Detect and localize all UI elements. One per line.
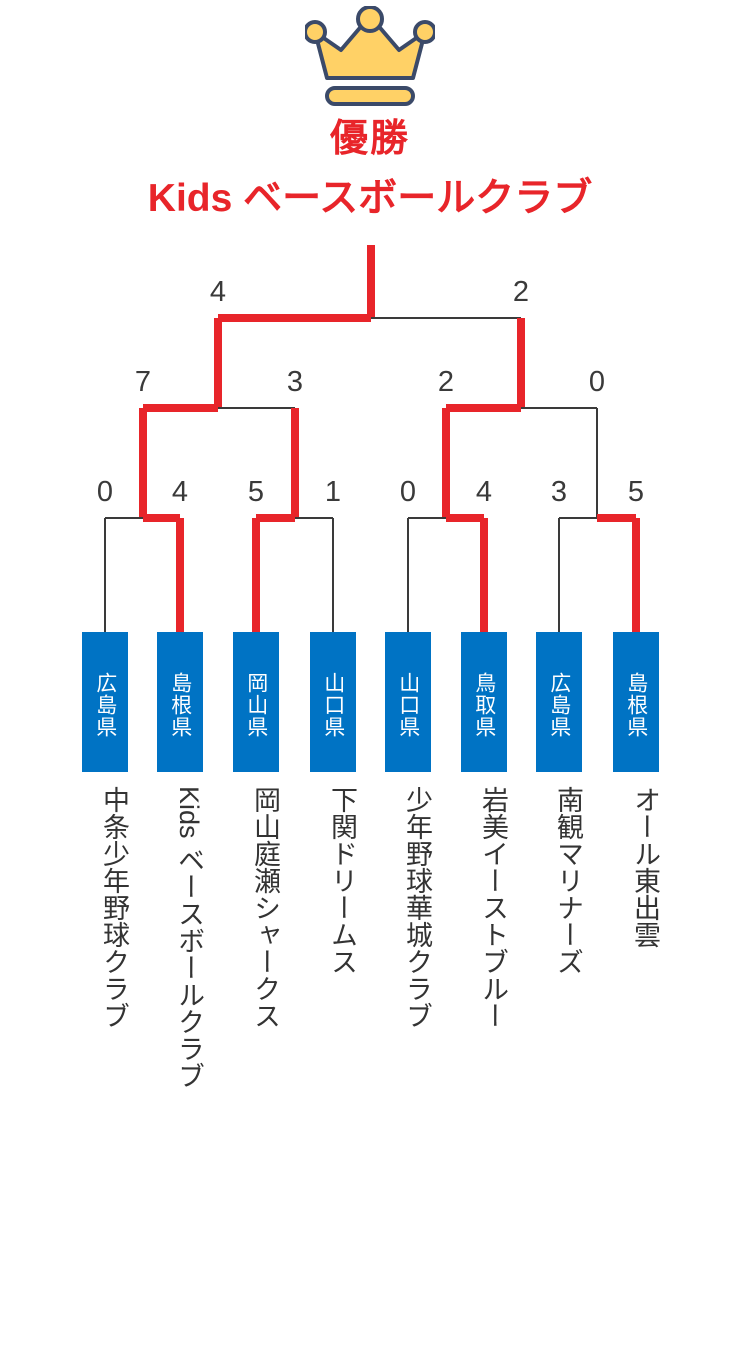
prefecture-box-2[interactable]: 島根県: [157, 632, 203, 772]
prefecture-box-8[interactable]: 島根県: [613, 632, 659, 772]
team-name-6[interactable]: 岩美イーストブルー: [478, 786, 508, 1029]
qf-1-left-score: 0: [96, 476, 114, 508]
team-name-5[interactable]: 少年野球華城クラブ: [402, 786, 432, 1029]
qf-2-right-score: 1: [324, 476, 342, 508]
semifinal-1-left-score: 7: [134, 366, 152, 398]
team-name-8[interactable]: オール東出雲: [630, 786, 660, 948]
qf-3-right-score: 4: [475, 476, 493, 508]
qf-1-right-score: 4: [171, 476, 189, 508]
prefecture-box-5[interactable]: 山口県: [385, 632, 431, 772]
prefecture-box-6[interactable]: 鳥取県: [461, 632, 507, 772]
semifinal-2-left-score: 2: [437, 366, 455, 398]
crown-icon: [303, 5, 437, 106]
crown-icon-wrapper: [0, 5, 740, 111]
semifinal-1-right-score: 3: [286, 366, 304, 398]
qf-4-right-score: 5: [627, 476, 645, 508]
semifinal-2-right-score: 0: [588, 366, 606, 398]
final-right-score: 2: [512, 276, 530, 308]
prefecture-box-3[interactable]: 岡山県: [233, 632, 279, 772]
qf-4-left-score: 3: [550, 476, 568, 508]
qf-3-left-score: 0: [399, 476, 417, 508]
prefecture-box-4[interactable]: 山口県: [310, 632, 356, 772]
team-name-7[interactable]: 南観マリナーズ: [553, 786, 583, 975]
champion-team-name: Kids ベースボールクラブ: [147, 177, 593, 220]
prefecture-box-7[interactable]: 広島県: [536, 632, 582, 772]
team-name-4[interactable]: 下関ドリームス: [327, 786, 357, 975]
team-name-1[interactable]: 中条少年野球クラブ: [99, 786, 129, 1029]
team-name-2[interactable]: Kids ベースボールクラブ: [174, 786, 204, 1090]
champion-label: 優勝: [329, 118, 410, 160]
final-left-score: 4: [209, 276, 227, 308]
team-name-3[interactable]: 岡山庭瀬シャークス: [250, 786, 280, 1029]
qf-2-left-score: 5: [247, 476, 265, 508]
prefecture-box-1[interactable]: 広島県: [82, 632, 128, 772]
